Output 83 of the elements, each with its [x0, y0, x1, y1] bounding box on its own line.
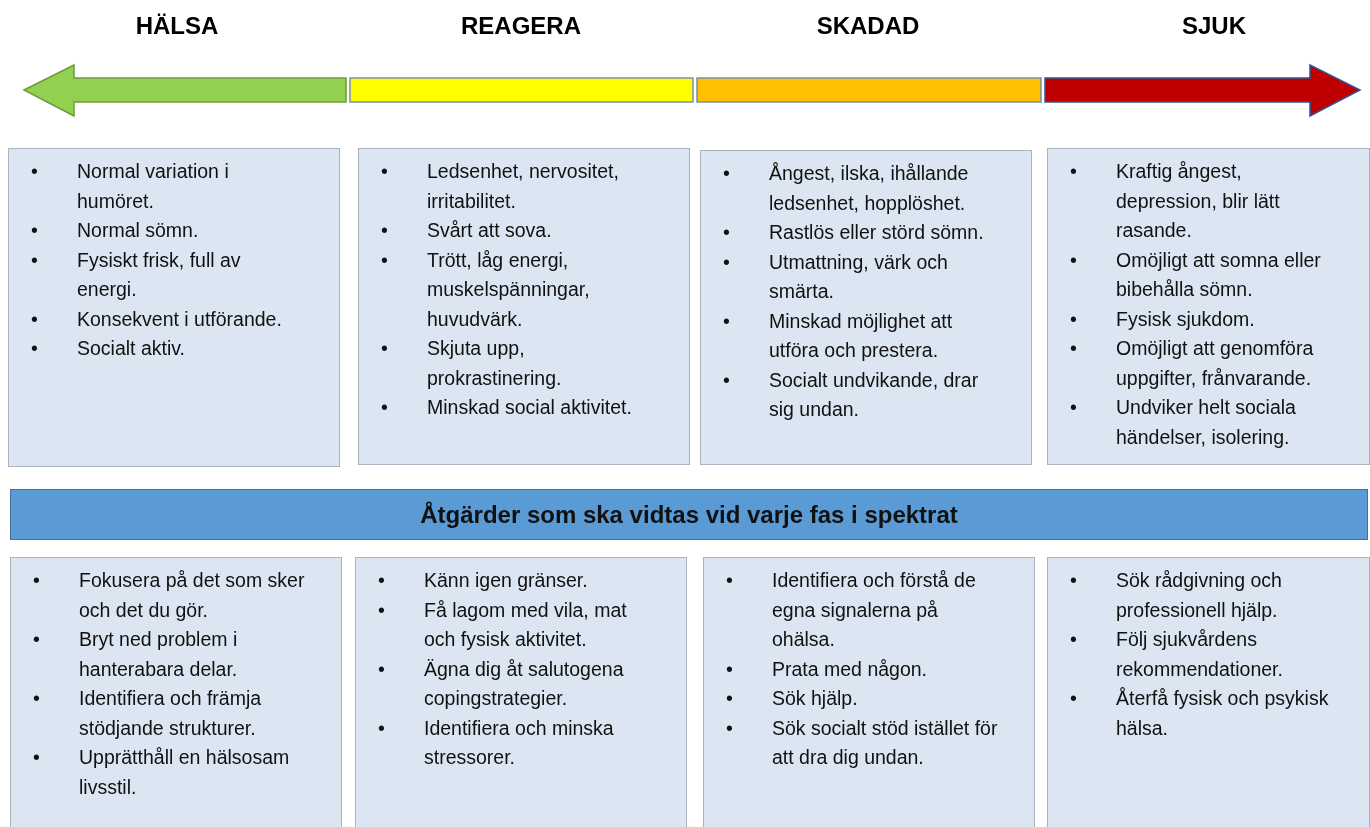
- bullet-marker: •: [726, 656, 733, 682]
- bullet-marker: •: [31, 218, 38, 243]
- bullet-marker: •: [1070, 247, 1077, 273]
- bullet-marker: •: [1070, 306, 1077, 332]
- bullet-text: Minskad social aktivitet.: [427, 396, 632, 418]
- bullet-marker: •: [723, 249, 730, 275]
- bullet-text: Identifiera och främja stödjande strukturer.: [79, 687, 262, 739]
- bullet-text: Ångest, ilska, ihållande ledsenhet, hopplöshet.: [769, 162, 969, 214]
- info-card: [703, 557, 1035, 827]
- bullet-marker: •: [33, 745, 40, 770]
- bullet-text: Utmattning, värk och smärta.: [769, 250, 948, 302]
- bullet-text: Kraftig ångest, depression, blir lätt rasande.: [1116, 160, 1280, 241]
- section-banner: Åtgärder som ska vidtas vid varje fas i spektrat: [10, 489, 1368, 540]
- bullet-marker: •: [723, 220, 730, 245]
- bullet-marker: •: [378, 597, 385, 623]
- bullet-text: Socialt aktiv.: [77, 337, 185, 359]
- bullet-marker: •: [1070, 686, 1077, 711]
- bullet-text: Rastlös eller störd sömn.: [769, 221, 984, 243]
- info-card: [358, 148, 690, 465]
- bullet-text: Upprätthåll en hälsosam livsstil.: [79, 746, 290, 798]
- bullet-marker: •: [31, 336, 38, 361]
- bullet-text: Sök rådgivning och professionell hjälp.: [1116, 569, 1282, 621]
- bullet-text: Ägna dig åt salutogena copingstrategier.: [424, 657, 624, 709]
- bullet-text: Identifiera och förstå de egna signalerna på ohälsa.: [772, 569, 976, 650]
- phase-heading: REAGERA: [461, 12, 581, 40]
- bullet-text: Normal sömn.: [77, 219, 199, 241]
- bullet-marker: •: [378, 715, 385, 741]
- bullet-text: Bryt ned problem i hanterabara delar.: [79, 628, 238, 680]
- bullet-marker: •: [381, 336, 388, 361]
- bullet-text: Svårt att sova.: [427, 219, 552, 241]
- bullet-text: Prata med någon.: [772, 657, 928, 680]
- bullet-marker: •: [1070, 627, 1077, 652]
- bullet-marker: •: [33, 627, 40, 652]
- bullet-marker: •: [31, 247, 38, 273]
- info-card: [8, 148, 340, 467]
- bullet-text: Känn igen gränser.: [424, 569, 588, 591]
- bullet-marker: •: [1070, 159, 1077, 184]
- bullet-text: Omöjligt att somna eller bibehålla sömn.: [1116, 248, 1321, 300]
- bullet-text: Följ sjukvårdens rekommendationer.: [1116, 628, 1283, 680]
- bullet-marker: •: [381, 247, 388, 273]
- bullet-marker: •: [31, 306, 38, 332]
- bullet-text: Skjuta upp, prokrastinering.: [427, 337, 562, 389]
- bullet-text: Sök socialt stöd istället för att dra dig undan.: [772, 716, 998, 768]
- bullet-marker: •: [31, 159, 38, 184]
- phase-heading: SJUK: [1181, 12, 1247, 40]
- bullet-text: Omöjligt att genomföra uppgifter, frånvarande.: [1116, 337, 1314, 389]
- bullet-marker: •: [723, 308, 730, 334]
- bullet-text: Fysiskt frisk, full av energi.: [77, 248, 241, 300]
- bullet-marker: •: [723, 161, 730, 186]
- bullet-text: Få lagom med vila, mat och fysisk aktivitet.: [424, 598, 627, 650]
- bullet-marker: •: [378, 568, 385, 593]
- bullet-marker: •: [726, 568, 733, 593]
- info-card: [1047, 148, 1370, 465]
- bullet-text: Fysisk sjukdom.: [1116, 307, 1255, 330]
- bullet-text: Sök hjälp.: [772, 687, 858, 709]
- bullet-marker: •: [381, 395, 388, 420]
- bullet-text: Trött, låg energi, muskelspänningar, huvudvärk.: [427, 248, 590, 330]
- bullet-marker: •: [378, 656, 385, 682]
- phase-heading: HÄLSA: [134, 12, 220, 40]
- info-card: [355, 557, 687, 827]
- bullet-text: Återfå fysisk och psykisk hälsa.: [1116, 687, 1329, 739]
- info-card: [700, 150, 1032, 465]
- bullet-text: Minskad möjlighet att utföra och prestera.: [769, 309, 953, 361]
- bullet-marker: •: [1070, 568, 1077, 593]
- bullet-marker: •: [381, 159, 388, 184]
- bullet-text: Konsekvent i utförande.: [77, 307, 282, 330]
- phase-heading: SKADAD: [815, 12, 921, 40]
- bullet-marker: •: [726, 715, 733, 741]
- bullet-marker: •: [33, 686, 40, 711]
- bullet-marker: •: [33, 568, 40, 593]
- bullet-text: Ledsenhet, nervositet, irritabilitet.: [427, 160, 619, 212]
- bullet-text: Identifiera och minska stressorer.: [424, 716, 614, 768]
- bullet-text: Normal variation i humöret.: [77, 160, 229, 212]
- bullet-text: Fokusera på det som sker och det du gör.: [79, 569, 305, 621]
- bullet-marker: •: [726, 686, 733, 711]
- info-card: [1047, 557, 1370, 827]
- bullet-marker: •: [723, 367, 730, 393]
- bullet-marker: •: [1070, 336, 1077, 361]
- bullet-marker: •: [1070, 395, 1077, 420]
- bullet-text: Socialt undvikande, drar sig undan.: [769, 368, 979, 420]
- info-card: [10, 557, 342, 827]
- bullet-text: Undviker helt sociala händelser, isolering.: [1116, 396, 1296, 448]
- bullet-marker: •: [381, 218, 388, 243]
